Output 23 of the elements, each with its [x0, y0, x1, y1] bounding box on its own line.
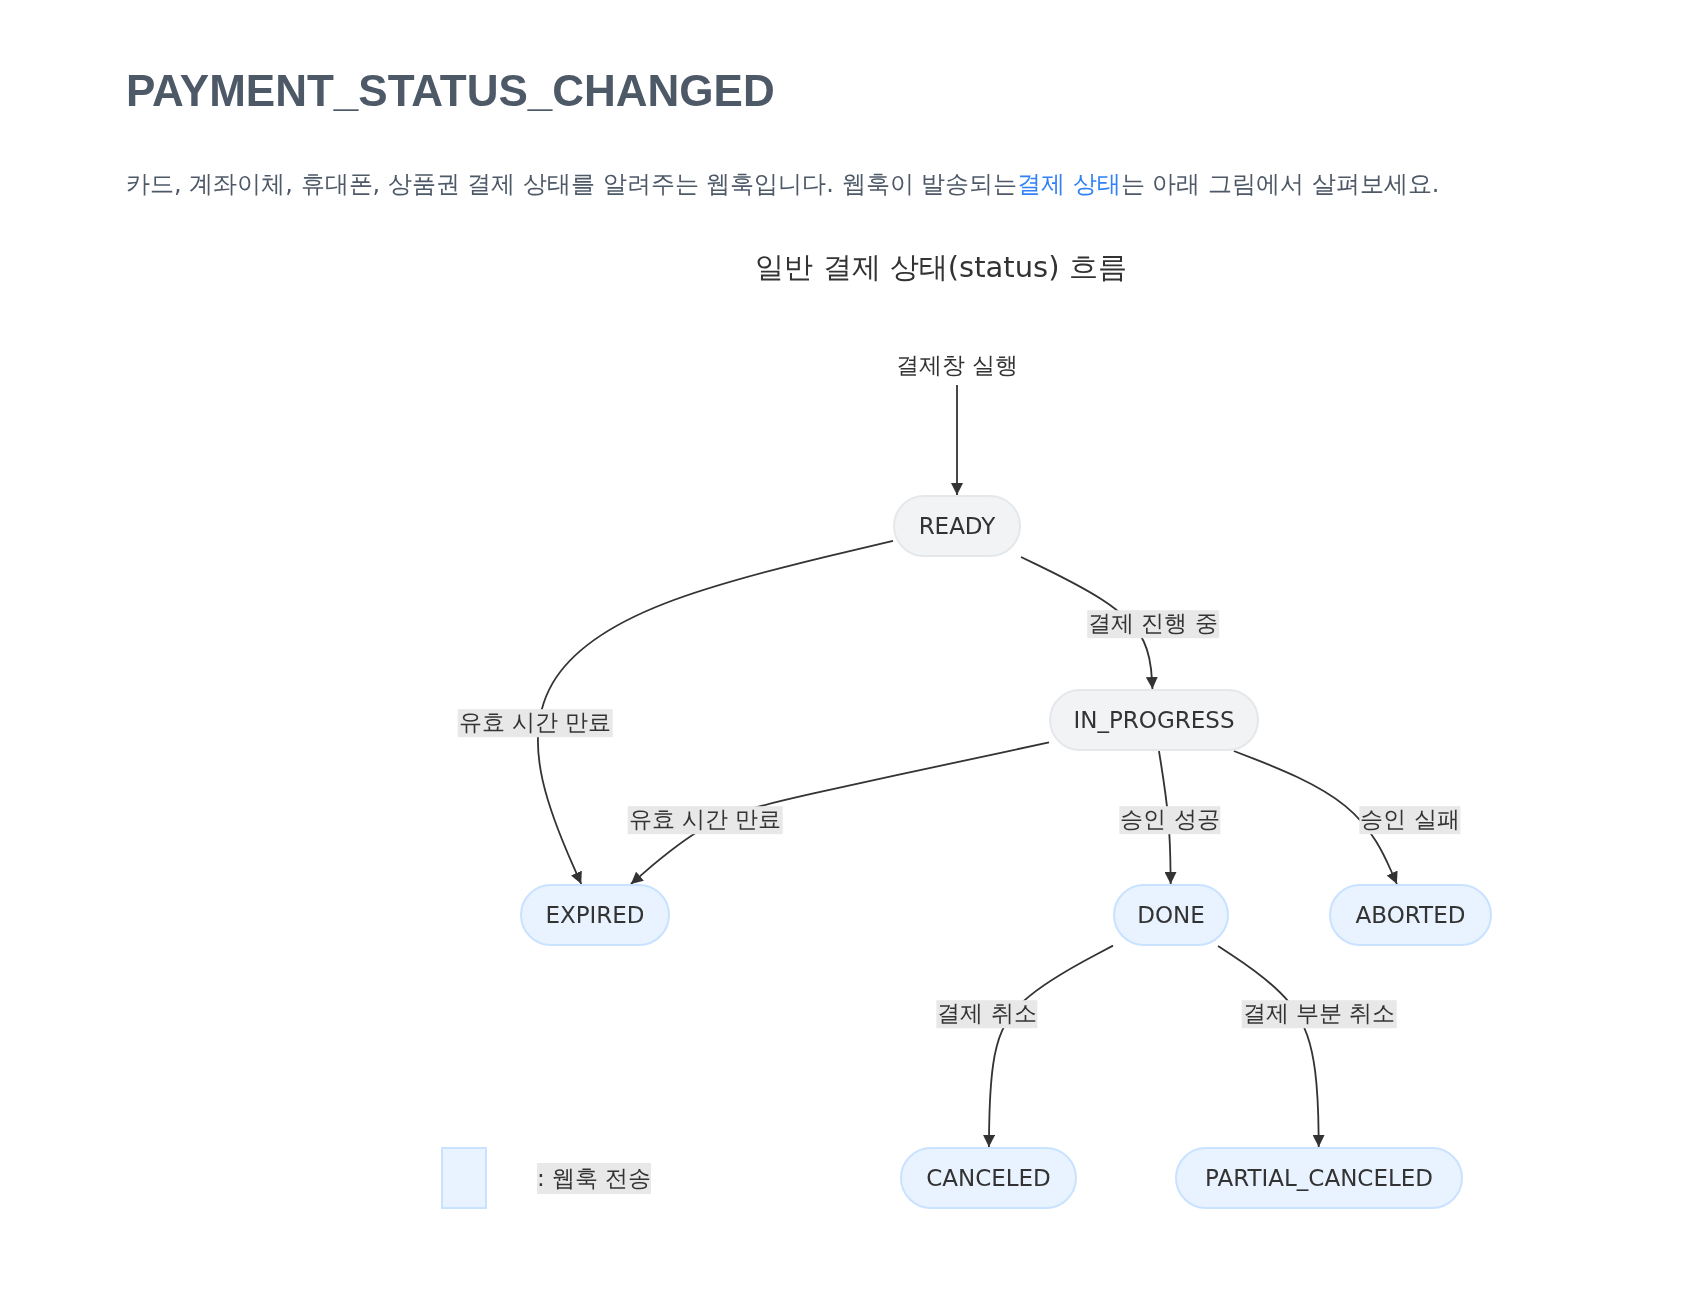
edge-label: 유효 시간 만료: [457, 709, 613, 737]
edge-label: 결제 진행 중: [1087, 610, 1219, 638]
state-box: PARTIAL_CANCELED: [1175, 1147, 1463, 1209]
arrow: [536, 540, 894, 885]
diagram-caption: 일반 결제 상태(status) 흐름: [754, 249, 1128, 286]
edge-label: 결제 부분 취소: [1241, 1000, 1397, 1028]
legend-label: : 웹훅 전송: [537, 1163, 652, 1194]
state-box: DONE: [1113, 884, 1229, 946]
state-box: CANCELED: [900, 1147, 1077, 1209]
state-box: EXPIRED: [520, 884, 670, 946]
edge-label: 승인 성공: [1119, 806, 1221, 834]
description-text: 카드, 계좌이체, 휴대폰, 상품권 결제 상태를 알려주는 웹훅입니다. 웹훅이 발송되는결제 상태는 아래 그림에서 살펴보세요.: [126, 169, 1441, 200]
arrow: [1232, 750, 1398, 885]
status-link: 결제 상태: [1017, 170, 1121, 198]
edge-label: 결제 취소: [936, 1000, 1038, 1028]
state-box: IN_PROGRESS: [1049, 689, 1259, 751]
edge-label: 승인 실패: [1359, 806, 1461, 834]
state-box: ABORTED: [1329, 884, 1492, 946]
state-box: READY: [893, 495, 1021, 557]
start-label: 결제창 실행: [867, 345, 1047, 385]
arrow: [951, 384, 963, 496]
edge-label: 유효 시간 만료: [627, 806, 783, 834]
page-title: PAYMENT_STATUS_CHANGED: [126, 66, 775, 116]
